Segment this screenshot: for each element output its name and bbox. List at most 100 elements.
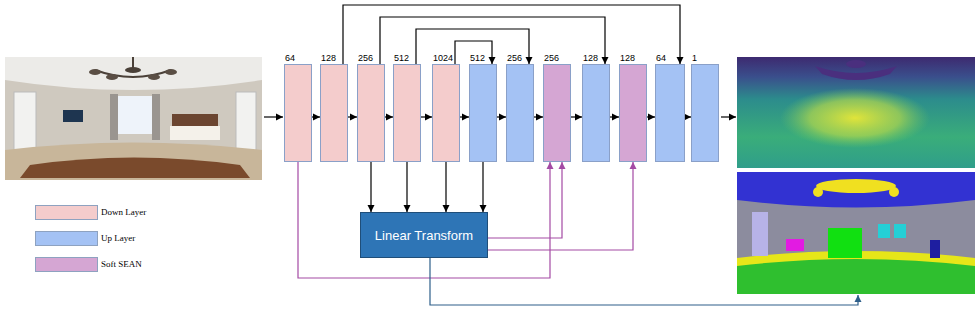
seg-window	[752, 212, 768, 256]
feature-connector	[482, 162, 483, 212]
channel-count: 1	[691, 52, 719, 64]
layer-block: 64	[284, 52, 312, 162]
seg-object	[930, 240, 940, 258]
depth-near	[780, 88, 930, 148]
door	[14, 92, 36, 152]
seg-tv	[786, 239, 804, 251]
seg-wall	[737, 172, 975, 294]
lamp	[106, 74, 118, 80]
input-arrow	[264, 116, 283, 117]
chandelier-rod	[132, 57, 134, 68]
feature-connector	[370, 162, 371, 212]
layer-shape	[506, 64, 534, 162]
layer-block: 1	[691, 52, 719, 162]
channel-count: 128	[582, 52, 610, 64]
layer-shape	[432, 64, 460, 162]
channel-count: 128	[320, 52, 348, 64]
transform-label: Linear Transform	[375, 228, 473, 243]
flow-connector	[610, 116, 619, 117]
flow-connector	[647, 116, 655, 117]
curtain	[110, 94, 118, 140]
tv	[63, 110, 83, 122]
layer-shape	[543, 64, 571, 162]
legend-label: Soft SEAN	[101, 259, 142, 270]
layer-block: 256	[543, 52, 571, 162]
flow-connector	[348, 116, 357, 117]
lamp	[148, 74, 160, 80]
lamp	[165, 69, 177, 75]
layer-block: 256	[506, 52, 534, 162]
layer-shape	[393, 64, 421, 162]
layer-shape	[619, 64, 647, 162]
channel-count: 256	[543, 52, 571, 64]
rug	[20, 158, 250, 179]
seg-lamp	[878, 224, 890, 238]
channel-count: 1024	[432, 52, 460, 64]
feature-connector	[445, 162, 446, 212]
channel-count: 256	[357, 52, 385, 64]
door	[236, 92, 256, 152]
ceiling	[5, 57, 262, 90]
channel-count: 128	[619, 52, 647, 64]
chandelier	[125, 67, 141, 73]
legend-label: Up Layer	[101, 233, 135, 244]
transform-box: Linear Transform	[360, 212, 488, 258]
curtain	[152, 94, 160, 140]
headboard	[172, 114, 218, 126]
window	[118, 96, 152, 134]
channel-count: 64	[284, 52, 312, 64]
input-panorama	[5, 57, 262, 180]
depth-chandelier	[846, 60, 866, 68]
depth-map	[737, 57, 975, 168]
flow-connector	[312, 116, 320, 117]
bed	[170, 126, 220, 140]
layer-shape	[469, 64, 497, 162]
legend-swatch	[35, 231, 98, 246]
layer-block: 1024	[432, 52, 460, 162]
channel-count: 512	[393, 52, 421, 64]
style-connector	[298, 162, 550, 278]
seg-ceiling	[737, 172, 975, 208]
style-connector	[488, 162, 562, 238]
layer-block: 512	[393, 52, 421, 162]
lamp	[89, 69, 101, 75]
legend-swatch	[35, 205, 98, 220]
flow-connector	[385, 116, 393, 117]
flow-connector	[421, 116, 432, 117]
flow-connector	[497, 116, 506, 117]
layer-shape	[691, 64, 719, 162]
style-connector	[488, 162, 633, 250]
channel-count: 64	[655, 52, 685, 64]
legend-label: Down Layer	[101, 207, 146, 218]
skip-connector	[380, 17, 605, 64]
flow-connector	[571, 116, 582, 117]
layer-block: 128	[320, 52, 348, 162]
output-arrow	[721, 116, 736, 117]
seg-lamp	[889, 187, 899, 197]
seg-lamp	[813, 187, 823, 197]
seg-bed	[828, 228, 862, 258]
layer-shape	[655, 64, 685, 162]
floor	[5, 143, 262, 181]
seg-chandelier	[816, 179, 896, 193]
wall	[5, 57, 262, 180]
depth-ground	[737, 57, 975, 168]
layer-block: 128	[582, 52, 610, 162]
feature-connector	[406, 162, 407, 212]
segmentation-map	[737, 172, 975, 294]
segmentation-arrow	[430, 258, 858, 305]
layer-block: 64	[655, 52, 685, 162]
layer-block: 128	[619, 52, 647, 162]
flow-connector	[534, 116, 543, 117]
layer-shape	[582, 64, 610, 162]
layer-block: 512	[469, 52, 497, 162]
seg-lamp	[894, 224, 906, 238]
channel-count: 512	[469, 52, 497, 64]
skip-connector	[343, 5, 680, 64]
layer-shape	[357, 64, 385, 162]
legend-swatch	[35, 257, 98, 272]
layer-block: 256	[357, 52, 385, 162]
flow-connector	[460, 116, 469, 117]
